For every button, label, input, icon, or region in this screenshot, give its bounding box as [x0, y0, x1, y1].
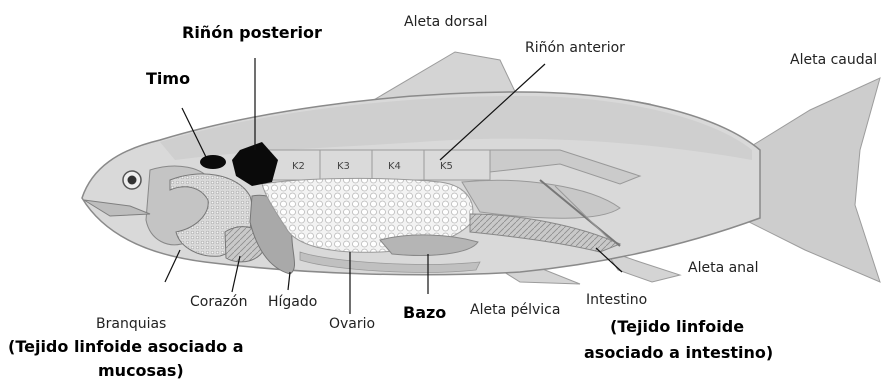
label-rinon-posterior: Riñón posterior — [182, 24, 322, 42]
label-intestino: Intestino — [586, 292, 647, 308]
caudal-fin — [745, 78, 880, 282]
label-timo: Timo — [146, 70, 190, 88]
label-rinon-anterior: Riñón anterior — [525, 40, 625, 56]
label-galt-line2: asociado a intestino) — [584, 344, 773, 362]
label-branquias: Branquias — [96, 316, 166, 332]
label-ovario: Ovario — [329, 316, 375, 332]
kidney-segment-label: K5 — [440, 161, 453, 172]
label-aleta-dorsal: Aleta dorsal — [404, 14, 488, 30]
label-aleta-pelvica: Aleta pélvica — [470, 302, 560, 318]
label-bazo: Bazo — [403, 304, 446, 322]
label-corazon: Corazón — [190, 294, 247, 310]
label-higado: Hígado — [268, 294, 317, 310]
thymus — [200, 155, 226, 169]
label-malt-line1: (Tejido linfoide asociado a — [8, 338, 244, 356]
label-aleta-anal: Aleta anal — [688, 260, 759, 276]
kidney-segment-label: K2 — [292, 161, 305, 172]
leader-higado — [288, 272, 290, 290]
label-galt-line1: (Tejido linfoide — [610, 318, 744, 336]
kidney-segment-label: K4 — [388, 161, 401, 172]
label-malt-line2: mucosas) — [98, 362, 184, 380]
label-aleta-caudal: Aleta caudal — [790, 52, 877, 68]
kidney-segment-label: K3 — [337, 161, 350, 172]
